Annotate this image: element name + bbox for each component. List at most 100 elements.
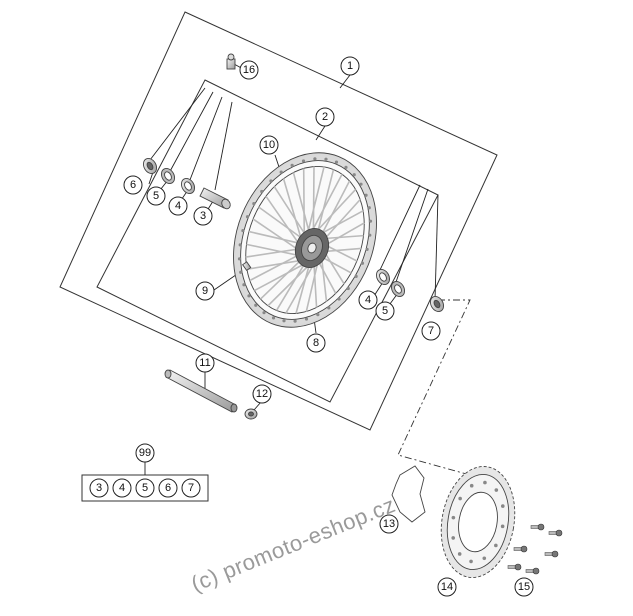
nipple <box>344 165 348 169</box>
callout-3[interactable]: 3 <box>193 206 213 226</box>
nipple <box>337 297 341 301</box>
spoke <box>259 255 306 300</box>
callout-16[interactable]: 16 <box>239 60 259 80</box>
nipple <box>260 189 264 194</box>
svg-text:6: 6 <box>130 179 136 191</box>
spoke <box>312 166 315 237</box>
svg-text:3: 3 <box>96 482 102 494</box>
disc-carrier-part <box>391 465 426 523</box>
nipple <box>279 170 283 174</box>
svg-text:3: 3 <box>200 210 206 222</box>
callout-99[interactable]: 99 <box>135 443 155 463</box>
kit-item-6[interactable]: 6 <box>158 478 178 498</box>
disc-hole <box>494 543 498 548</box>
kit-item-3[interactable]: 3 <box>89 478 109 498</box>
nipple <box>290 163 294 168</box>
svg-text:5: 5 <box>142 482 148 494</box>
nipple <box>316 312 320 317</box>
screw <box>513 545 528 553</box>
disc-hole <box>451 536 456 540</box>
assembly-frame-outer <box>59 11 498 431</box>
nipple <box>327 306 331 310</box>
kit-item-7[interactable]: 7 <box>181 478 201 498</box>
nipple <box>301 159 306 163</box>
nipple <box>247 294 251 298</box>
kit-item-4[interactable]: 4 <box>112 478 132 498</box>
callout-15[interactable]: 15 <box>514 577 534 597</box>
callout-6[interactable]: 6 <box>123 175 143 195</box>
disc-hole <box>483 480 487 485</box>
spoke <box>305 166 325 239</box>
callout-2[interactable]: 2 <box>315 107 335 127</box>
left-spacer-stack <box>142 158 231 210</box>
nipple <box>241 229 245 233</box>
spoke <box>245 247 304 258</box>
svg-text:6: 6 <box>165 482 171 494</box>
spoke <box>311 188 357 237</box>
nipple <box>254 303 258 307</box>
spoke <box>258 206 306 242</box>
watermark: (c) promoto-eshop.cz <box>188 492 399 597</box>
nipple <box>365 247 369 251</box>
svg-text:2: 2 <box>322 111 328 123</box>
nipple <box>252 202 256 206</box>
screw <box>525 567 540 575</box>
callout-1[interactable]: 1 <box>340 56 360 76</box>
callout-8[interactable]: 8 <box>306 333 326 353</box>
spoke <box>249 251 304 282</box>
callout-9[interactable]: 9 <box>195 281 215 301</box>
spoke <box>295 259 312 314</box>
svg-text:14: 14 <box>441 581 453 593</box>
assembly-frame-inner <box>96 79 439 403</box>
svg-text:4: 4 <box>119 482 125 494</box>
nipple <box>304 317 309 321</box>
svg-text:5: 5 <box>382 305 388 317</box>
spoke <box>318 180 351 241</box>
spoke-nipple-part <box>242 261 252 272</box>
spoke <box>292 172 312 237</box>
callout-4b[interactable]: 4 <box>358 290 378 310</box>
front-wheel <box>233 152 377 328</box>
callout-10[interactable]: 10 <box>259 135 279 155</box>
callout-11[interactable]: 11 <box>195 353 215 373</box>
disc-hole <box>482 556 487 561</box>
callout-5[interactable]: 5 <box>146 186 166 206</box>
callout-4[interactable]: 4 <box>168 196 188 216</box>
callout-5b[interactable]: 5 <box>375 301 395 321</box>
nipple <box>237 257 242 261</box>
nipple <box>239 270 243 274</box>
callout-14[interactable]: 14 <box>437 577 457 597</box>
callout-12[interactable]: 12 <box>252 384 272 404</box>
disc-hole <box>500 504 505 508</box>
nipple <box>313 157 317 161</box>
nipple <box>238 243 242 247</box>
disc-axis-line <box>397 299 471 476</box>
nipple <box>245 215 250 219</box>
svg-text:4: 4 <box>365 294 371 306</box>
callout-13[interactable]: 13 <box>379 514 399 534</box>
nipple <box>364 193 368 197</box>
part-callouts: 1 2 16 10 6 5 4 3 9 4 5 7 8 11 12 99 13 … <box>123 56 534 597</box>
nipple <box>352 173 356 177</box>
nipple <box>354 274 358 278</box>
spoke <box>273 186 308 239</box>
nipple <box>368 219 373 223</box>
nipple <box>293 319 297 323</box>
callout-7[interactable]: 7 <box>421 321 441 341</box>
nipple <box>346 286 350 291</box>
axle-part <box>164 369 238 413</box>
disc-hole <box>457 552 462 556</box>
spoke <box>302 168 306 242</box>
kit-item-5[interactable]: 5 <box>135 478 155 498</box>
disc-holes <box>451 480 505 564</box>
nipple <box>367 206 371 210</box>
spoke <box>275 258 309 311</box>
spoke <box>312 259 318 308</box>
svg-text:12: 12 <box>256 388 268 400</box>
spoke <box>315 169 335 238</box>
nipple <box>269 179 273 183</box>
nipple <box>262 311 266 315</box>
